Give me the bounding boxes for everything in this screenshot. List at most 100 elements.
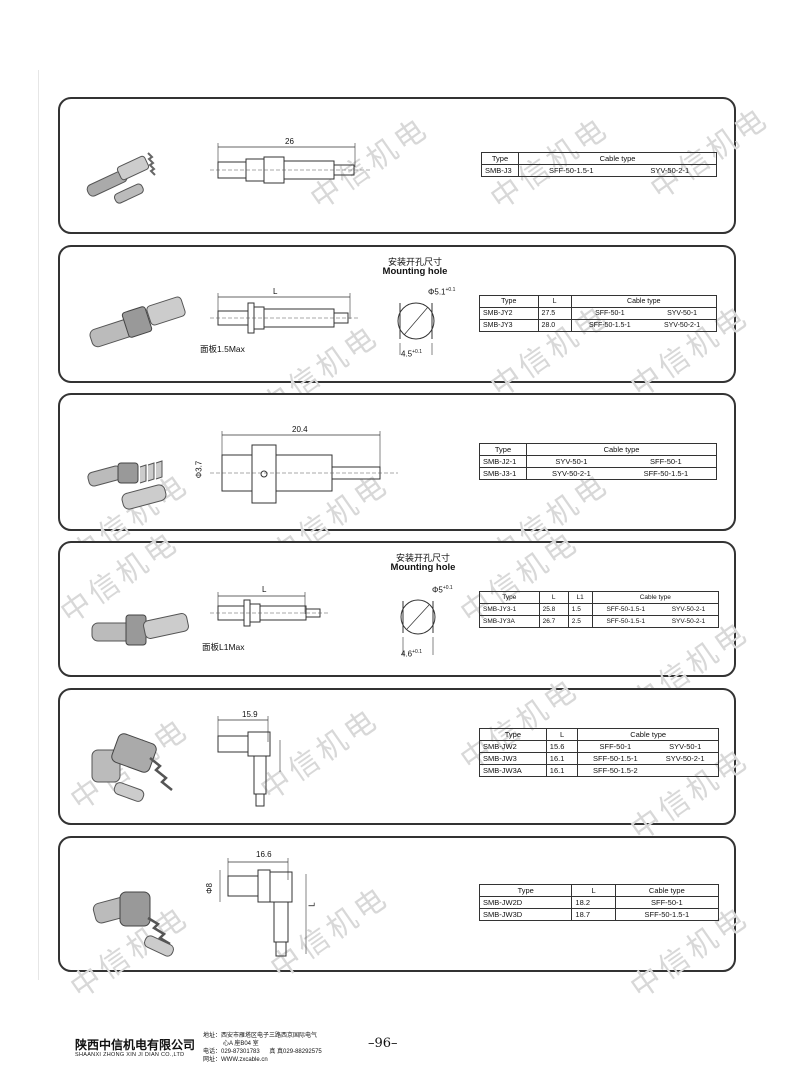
mounting-hole-drawing <box>397 302 435 355</box>
cell: SMB-JW2D <box>478 896 573 909</box>
header-cable-type: Cable type <box>591 591 720 604</box>
product-panel-smb-jw2d: 中信机电 中信机电 中信机电 16.6 Φ8 L Type L Cable ty… <box>58 836 756 1006</box>
dimension-drawing <box>217 716 281 807</box>
mounting-hole-drawing <box>400 599 436 655</box>
product-panel-smb-j3: 中信机电 中信机电 中信机电 26 Type Cable type SMB-J3… <box>58 97 776 234</box>
cell: SMB-J3-1 <box>479 467 527 480</box>
cell: SFF-50-1.5-1 <box>518 164 624 177</box>
header-cable-type: Cable type <box>526 443 717 456</box>
hole-flat-tolerance: +0.1 <box>412 349 422 355</box>
cell: SYV-50-2-1 <box>659 615 719 628</box>
cell: SFF-50-1 <box>615 455 717 468</box>
cell: 16.1 <box>545 752 579 765</box>
cell: SMB-JW3A <box>479 764 547 777</box>
cell: 28.0 <box>537 319 572 332</box>
dimension-drawing <box>210 592 330 627</box>
spec-table: Type L L1 Cable type SMB-JY3-1 25.8 1.5 … <box>479 591 720 628</box>
connector-photo <box>92 891 174 957</box>
cell: SFF-50-1.5-1 <box>591 615 659 628</box>
dimension-drawing <box>210 431 398 504</box>
diameter-label: Φ8 <box>204 883 214 894</box>
fax: 真 真029-88292575 <box>269 1049 322 1055</box>
cell: SMB-JW3 <box>479 752 547 765</box>
cell: SFF-50-1.5-2 <box>577 764 653 777</box>
cell: SYV-50-1 <box>648 307 718 320</box>
company-name-cn: 陕西中信机电有限公司 <box>75 1038 196 1052</box>
cell: 26.7 <box>538 615 569 628</box>
cell: SFF-50-1.5-1 <box>591 603 659 616</box>
header-l: L <box>571 884 616 897</box>
header-l: L <box>538 591 569 604</box>
header-cable-type: Cable type <box>614 884 720 897</box>
header-cable-type: Cable type <box>518 152 717 165</box>
cell: SMB-JY3 <box>479 319 539 332</box>
header-type: Type <box>479 295 539 308</box>
mounting-hole-title-cn: 安装开孔尺寸 <box>395 553 450 563</box>
connector-photo <box>91 613 189 646</box>
mounting-hole-title: 安装开孔尺寸 Mounting hole <box>370 257 460 277</box>
dimension-drawing <box>210 293 358 334</box>
cell: SFF-50-1.5-1 <box>615 467 717 480</box>
product-panel-smb-jy3-1: 中信机电 中信机电 中信机电 安装开孔尺寸 Mounting hole L 面板… <box>54 525 755 722</box>
cell: 27.5 <box>537 307 572 320</box>
header-type: Type <box>479 728 547 741</box>
header-type: Type <box>479 443 527 456</box>
cell: 2.5 <box>567 615 593 628</box>
cell: SMB-JW3D <box>478 908 573 921</box>
dimension-label: L <box>262 585 267 594</box>
hole-flat-label: 4.5+0.1 <box>401 349 422 359</box>
phone-fax-line: 电话：029-87301783 真 真029-88292575 <box>203 1048 322 1056</box>
cell: SFF-50-1 <box>577 740 653 753</box>
hole-diameter-value: Φ5.1 <box>428 287 446 297</box>
cell: SYV-50-2-1 <box>525 467 616 480</box>
page-number: –96– <box>368 1036 398 1051</box>
spec-table: Type L Cable type SMB-JW2 15.6 SFF-50-1 … <box>479 728 720 777</box>
diameter-label: Φ3.7 <box>194 460 204 479</box>
dimension-label: 15.9 <box>242 710 258 719</box>
connector-photo <box>87 460 167 510</box>
hole-flat-tolerance: +0.1 <box>412 649 422 655</box>
product-panel-smb-j2-1: 中信机电 中信机电 中信机电 20.4 Φ3.7 Type Cable type… <box>58 393 736 573</box>
cell: 16.1 <box>545 764 579 777</box>
cell: 25.8 <box>538 603 569 616</box>
hole-flat-value: 4.6 <box>401 649 413 659</box>
header-cable-type: Cable type <box>577 728 719 741</box>
dimension-drawing <box>219 858 307 957</box>
hole-diameter-label: Φ5+0.1 <box>432 585 453 595</box>
cell: SMB-J3 <box>481 164 519 177</box>
dimension-label: 26 <box>285 137 294 146</box>
mounting-hole-title-en: Mounting hole <box>382 266 448 277</box>
cell: SFF-50-1.5-1 <box>570 319 649 332</box>
website[interactable]: 网址：WWW.zxcable.cn <box>203 1057 268 1063</box>
mounting-hole-title-en: Mounting hole <box>390 562 456 573</box>
header-type: Type <box>481 152 519 165</box>
cell: SMB-J2-1 <box>479 455 527 468</box>
spec-table: Type L Cable type SMB-JW2D 18.2 SFF-50-1… <box>478 884 720 921</box>
cell: SMB-JY2 <box>479 307 539 320</box>
mounting-hole-title-cn: 安装开孔尺寸 <box>387 257 442 267</box>
cell: 18.7 <box>571 908 616 921</box>
hole-flat-label: 4.6+0.1 <box>401 649 422 659</box>
panel-thickness-label: 面板1.5Max <box>200 344 245 354</box>
dimension-drawing <box>210 143 370 184</box>
company-name-en: SHAANXI ZHONG XIN JI DIAN CO.,LTD <box>75 1052 185 1058</box>
hole-flat-value: 4.5 <box>401 349 413 359</box>
spec-table: Type L Cable type SMB-JY2 27.5 SFF-50-1 … <box>479 295 718 332</box>
cell: SYV-50-2-1 <box>659 603 719 616</box>
hole-diameter-label: Φ5.1+0.1 <box>428 287 455 297</box>
connector-photo <box>91 733 173 802</box>
address-line: 心A 座B04 室 <box>223 1041 259 1047</box>
side-length-label: L <box>307 902 317 907</box>
dimension-label: L <box>273 287 278 296</box>
header-l: L <box>545 728 579 741</box>
header-type: Type <box>478 884 573 897</box>
spec-table: Type Cable type SMB-J2-1 SYV-50-1 SFF-50… <box>479 443 717 480</box>
cell: SFF-50-1 <box>614 896 720 909</box>
cell: 15.6 <box>545 740 579 753</box>
cell: 1.5 <box>567 603 593 616</box>
cell: SFF-50-1 <box>570 307 649 320</box>
dimension-label: 16.6 <box>256 850 272 859</box>
cell: SYV-50-1 <box>525 455 616 468</box>
product-panel-smb-jw2: 中信机电 中信机电 中信机电 中信机电 15.9 Type L Cable ty… <box>58 672 756 848</box>
address-line: 地址：西安市雁塔区电子三路西京国际电气 <box>203 1033 318 1039</box>
